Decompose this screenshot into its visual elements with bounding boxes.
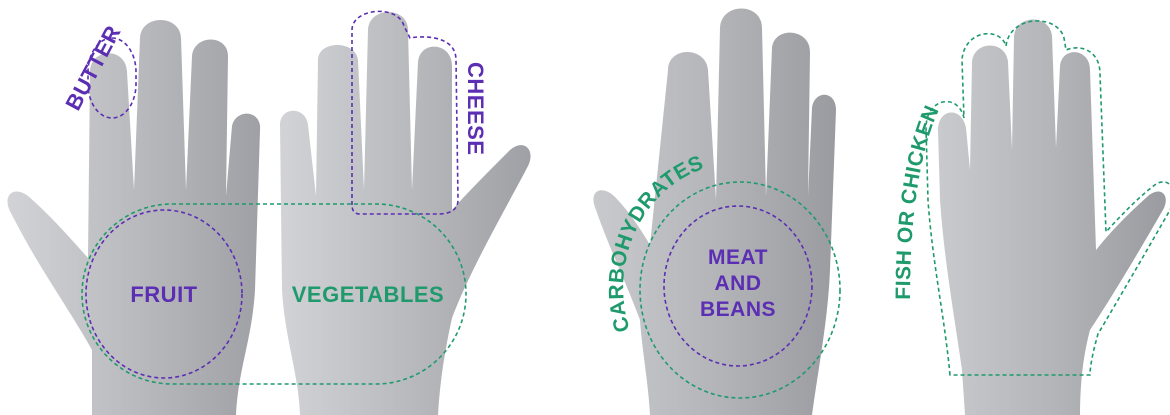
left-hand-icon	[7, 20, 260, 415]
vegetables-label: VEGETABLES	[292, 282, 445, 307]
flat-hand-icon	[938, 20, 1166, 415]
fruit-label: FRUIT	[130, 282, 197, 307]
meat-label-line3: BEANS	[700, 298, 776, 321]
cheese-label: CHEESE	[463, 62, 488, 155]
meat-label-line2: AND	[715, 272, 762, 295]
meat-label-line1: MEAT	[708, 246, 768, 269]
